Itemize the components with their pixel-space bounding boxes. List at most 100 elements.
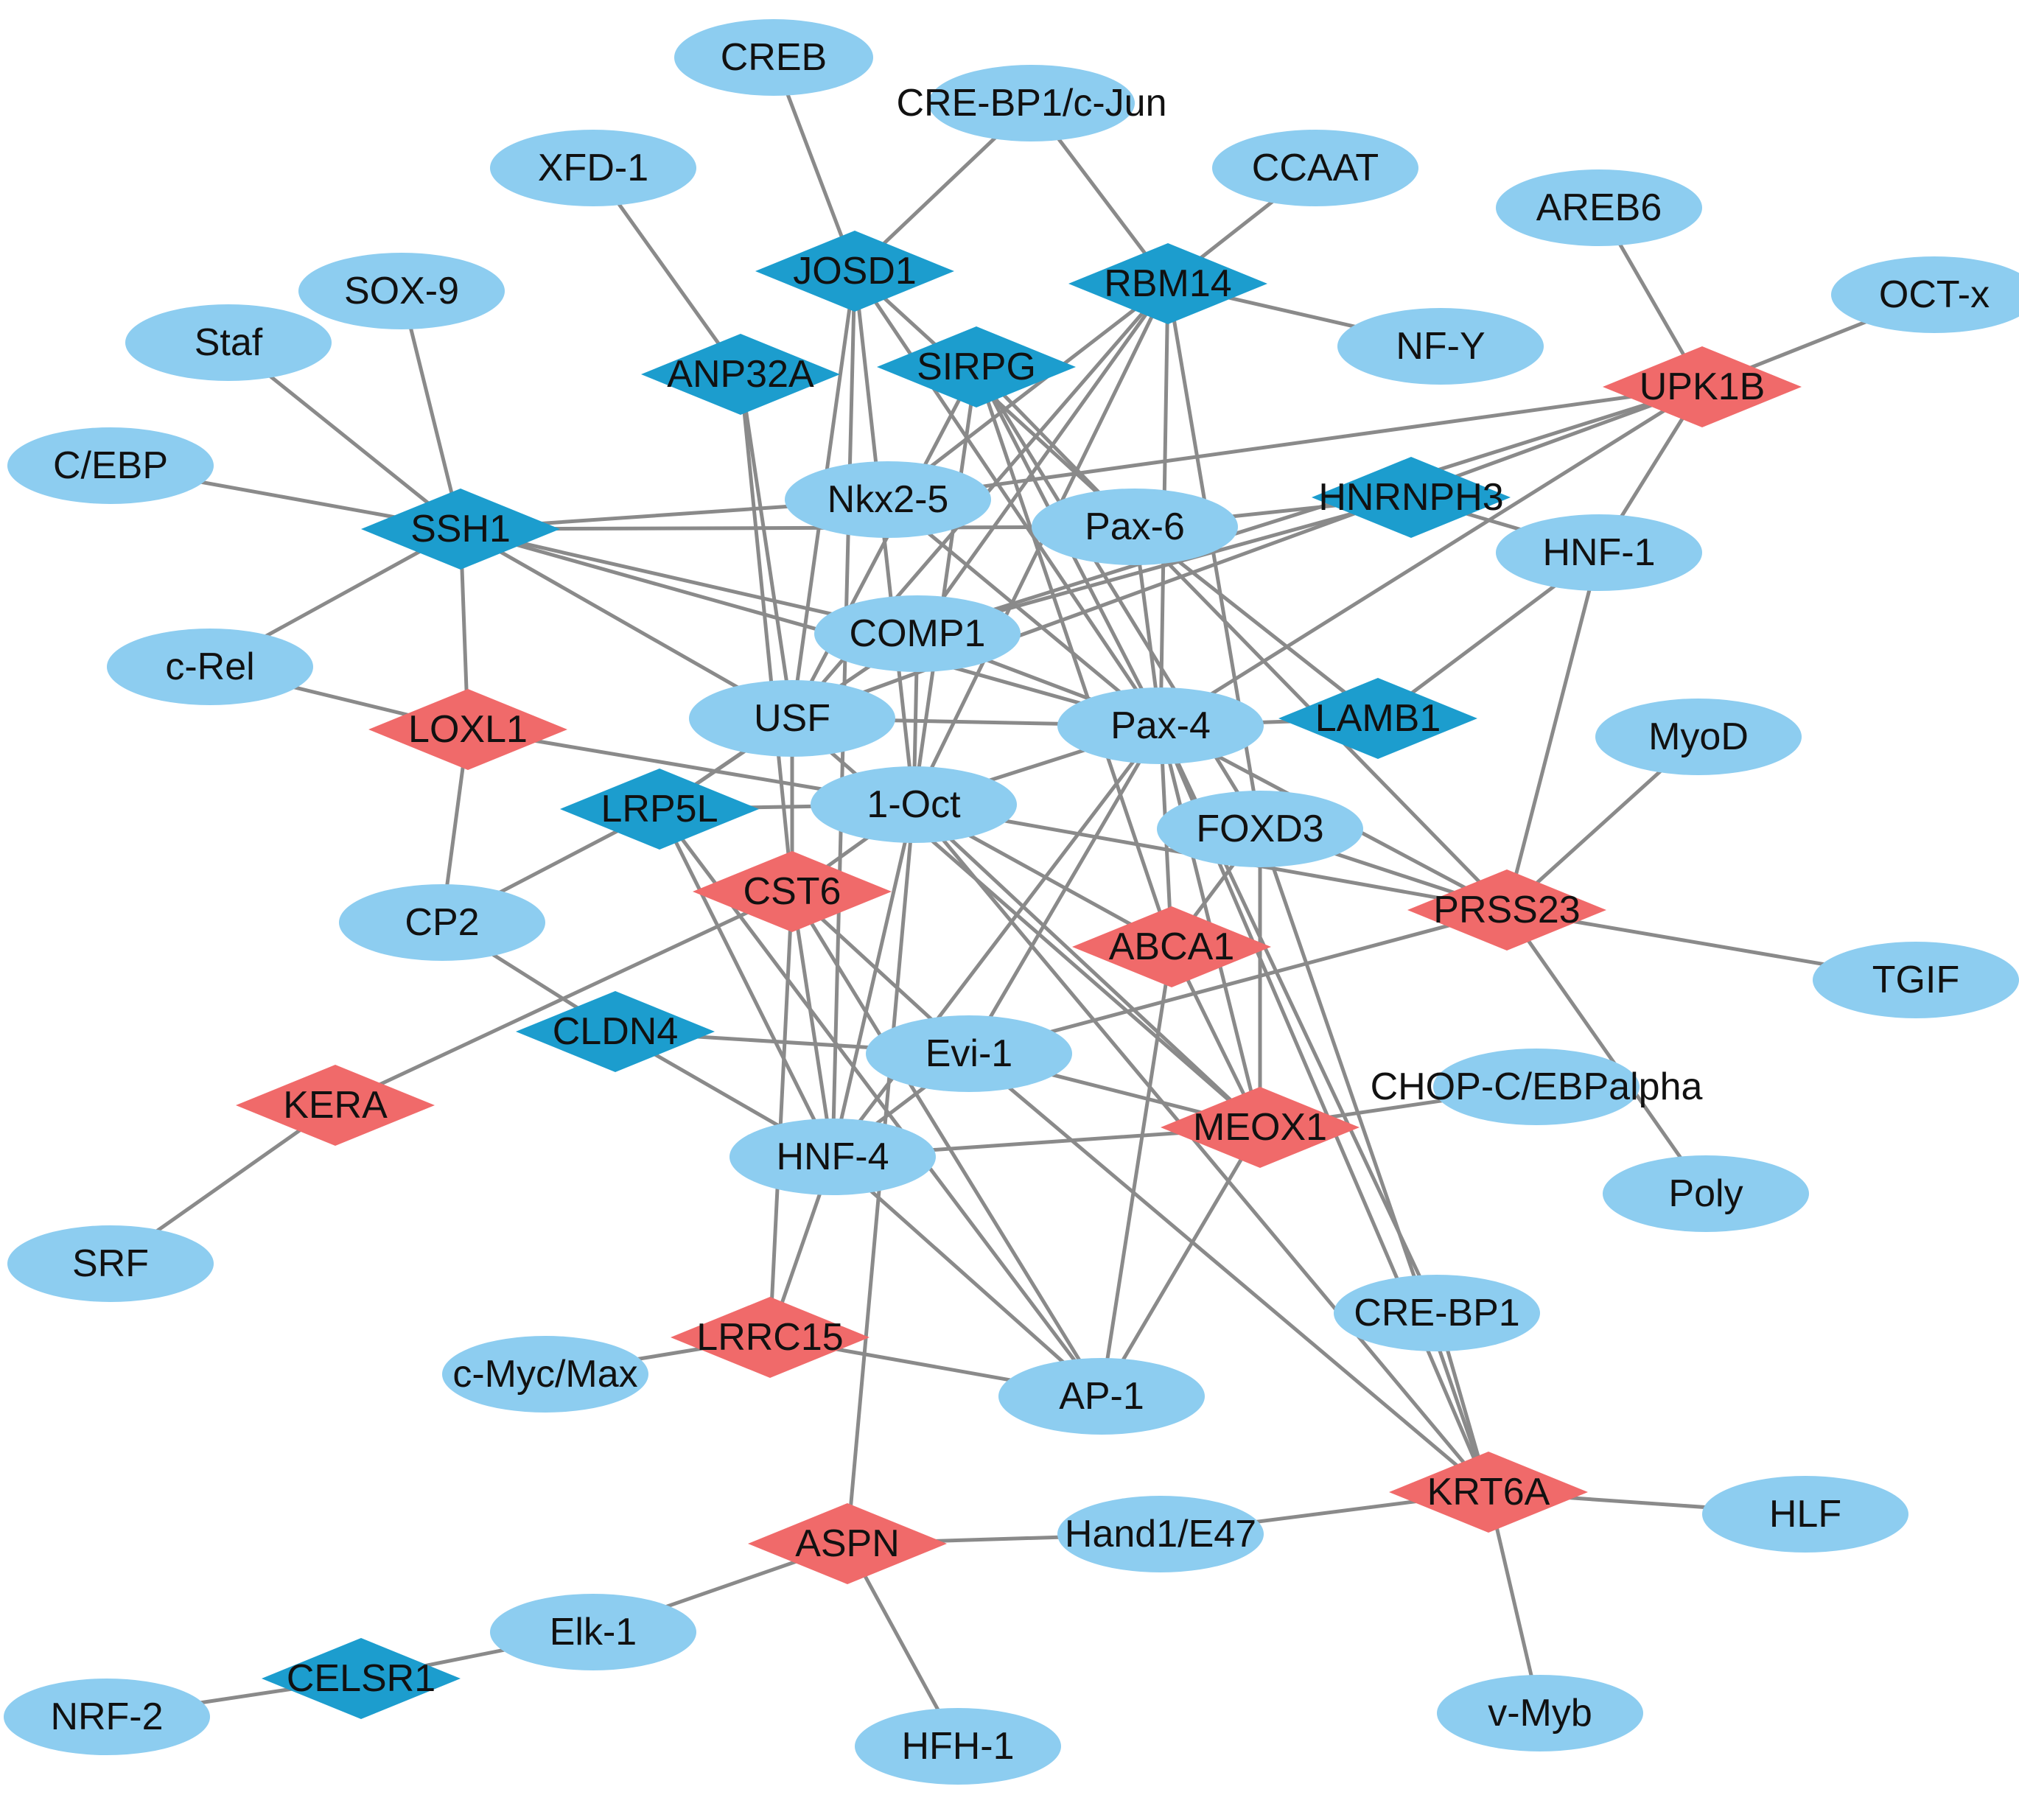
cst6-diamond-shape (693, 851, 892, 932)
node-label-comp1: COMP1 (850, 612, 986, 655)
edge-anp32a-usf (738, 372, 794, 721)
node-crel: c-Rel (107, 629, 313, 705)
node-cldn4: CLDN4 (516, 991, 715, 1072)
node-sirpg: SIRPG (877, 326, 1076, 407)
node-label-loxl1: LOXL1 (408, 708, 528, 751)
prss23-diamond-shape (1407, 869, 1606, 951)
edge-upk1b-pax4 (1158, 385, 1704, 728)
node-label-pax4: Pax-4 (1110, 704, 1211, 747)
lrp5l-diamond-shape (560, 769, 759, 850)
node-label-elk1: Elk-1 (550, 1611, 637, 1653)
node-label-crel: c-Rel (165, 645, 254, 688)
edge-cst6-ap1 (790, 889, 1104, 1399)
srf-ellipse-shape (7, 1225, 214, 1302)
node-label-srf: SRF (72, 1242, 149, 1285)
hand1-ellipse-shape (1057, 1496, 1264, 1572)
hnf1-ellipse-shape (1496, 514, 1702, 591)
node-oct1: 1-Oct (811, 766, 1017, 843)
node-myod: MyoD (1595, 699, 1802, 775)
crel-ellipse-shape (107, 629, 313, 705)
hnf4-ellipse-shape (729, 1119, 936, 1195)
node-poly: Poly (1603, 1155, 1809, 1232)
node-label-crebp1: CRE-BP1 (1354, 1292, 1519, 1334)
node-nrf2: NRF-2 (4, 1679, 210, 1755)
node-label-hnf1: HNF-1 (1542, 531, 1655, 574)
node-srf: SRF (7, 1225, 214, 1302)
foxd3-ellipse-shape (1157, 791, 1363, 867)
node-label-meox1: MEOX1 (1193, 1106, 1327, 1149)
xfd1-ellipse-shape (490, 130, 696, 206)
node-octx: OCT-x (1831, 256, 2019, 333)
evi1-ellipse-shape (866, 1015, 1072, 1092)
crebp1cjun-ellipse-shape (928, 65, 1135, 141)
node-celsr1: CELSR1 (262, 1638, 461, 1719)
node-prss23: PRSS23 (1407, 869, 1606, 951)
edge-sirpg-oct1 (911, 365, 979, 807)
node-label-prss23: PRSS23 (1433, 889, 1580, 931)
edge-evi1-pax4 (967, 724, 1163, 1056)
node-label-cmycmax: c-Myc/Max (452, 1353, 637, 1396)
myod-ellipse-shape (1595, 699, 1802, 775)
node-ap1: AP-1 (998, 1358, 1205, 1435)
vmyb-ellipse-shape (1437, 1675, 1643, 1751)
node-crebp1cjun: CRE-BP1/c-Jun (897, 65, 1167, 141)
edge-prss23-poly (1505, 908, 1708, 1196)
hlf-ellipse-shape (1702, 1476, 1908, 1553)
node-usf: USF (689, 680, 895, 757)
node-cp2: CP2 (339, 884, 545, 961)
node-upk1b: UPK1B (1603, 346, 1802, 427)
edge-prss23-evi1 (967, 908, 1509, 1056)
node-ccaat: CCAAT (1212, 130, 1418, 206)
hfh1-ellipse-shape (855, 1708, 1061, 1785)
edge-krt6a-oct1 (911, 802, 1491, 1494)
node-label-sirpg: SIRPG (917, 346, 1036, 388)
kera-diamond-shape (236, 1065, 435, 1146)
node-anp32a: ANP32A (641, 334, 840, 415)
node-nkx25: Nkx2-5 (785, 461, 991, 538)
comp1-ellipse-shape (814, 595, 1021, 672)
edge-meox1-ap1 (1099, 1125, 1262, 1399)
oct1-ellipse-shape (811, 766, 1017, 843)
node-label-josd1: JOSD1 (793, 250, 917, 293)
node-sox9: SOX-9 (298, 253, 505, 329)
node-label-kera: KERA (283, 1084, 388, 1127)
node-label-cebp: C/EBP (53, 444, 168, 487)
nkx25-ellipse-shape (785, 461, 991, 538)
node-label-vmyb: v-Myb (1488, 1692, 1592, 1735)
node-cst6: CST6 (693, 851, 892, 932)
node-krt6a: KRT6A (1389, 1452, 1588, 1533)
node-loxl1: LOXL1 (368, 689, 567, 770)
node-label-hand1: Hand1/E47 (1065, 1513, 1256, 1555)
ap1-ellipse-shape (998, 1358, 1205, 1435)
edge-evi1-krt6a (967, 1051, 1491, 1494)
node-label-chop: CHOP-C/EBPalpha (1371, 1065, 1703, 1108)
meox1-diamond-shape (1161, 1087, 1360, 1168)
edge-sox9-ssh1 (399, 289, 463, 531)
nrf2-ellipse-shape (4, 1679, 210, 1755)
creb-ellipse-shape (674, 19, 873, 96)
cebp-ellipse-shape (7, 427, 214, 504)
node-hand1: Hand1/E47 (1057, 1496, 1264, 1572)
edge-upk1b-nkx25 (886, 385, 1704, 502)
pax4-ellipse-shape (1057, 687, 1264, 764)
node-label-nrf2: NRF-2 (50, 1695, 163, 1738)
node-label-creb: CREB (721, 36, 827, 79)
usf-ellipse-shape (689, 680, 895, 757)
node-label-areb6: AREB6 (1536, 186, 1662, 229)
loxl1-diamond-shape (368, 689, 567, 770)
node-label-ccaat: CCAAT (1252, 147, 1379, 189)
edge-rbm14-comp1 (915, 281, 1170, 636)
edge-upk1b-comp1 (915, 385, 1704, 636)
edge-ssh1-pax6 (458, 525, 1137, 531)
node-label-lamb1: LAMB1 (1315, 697, 1441, 740)
node-aspn: ASPN (748, 1503, 947, 1584)
node-josd1: JOSD1 (755, 231, 954, 312)
node-label-sox9: SOX-9 (344, 270, 459, 312)
node-label-abca1: ABCA1 (1109, 925, 1235, 968)
edge-sirpg-usf (790, 365, 979, 721)
poly-ellipse-shape (1603, 1155, 1809, 1232)
edge-meox1-oct1 (911, 802, 1262, 1130)
node-hnrnph3: HNRNPH3 (1312, 457, 1511, 538)
node-hnf4: HNF-4 (729, 1119, 936, 1195)
crebp1-ellipse-shape (1334, 1275, 1540, 1351)
